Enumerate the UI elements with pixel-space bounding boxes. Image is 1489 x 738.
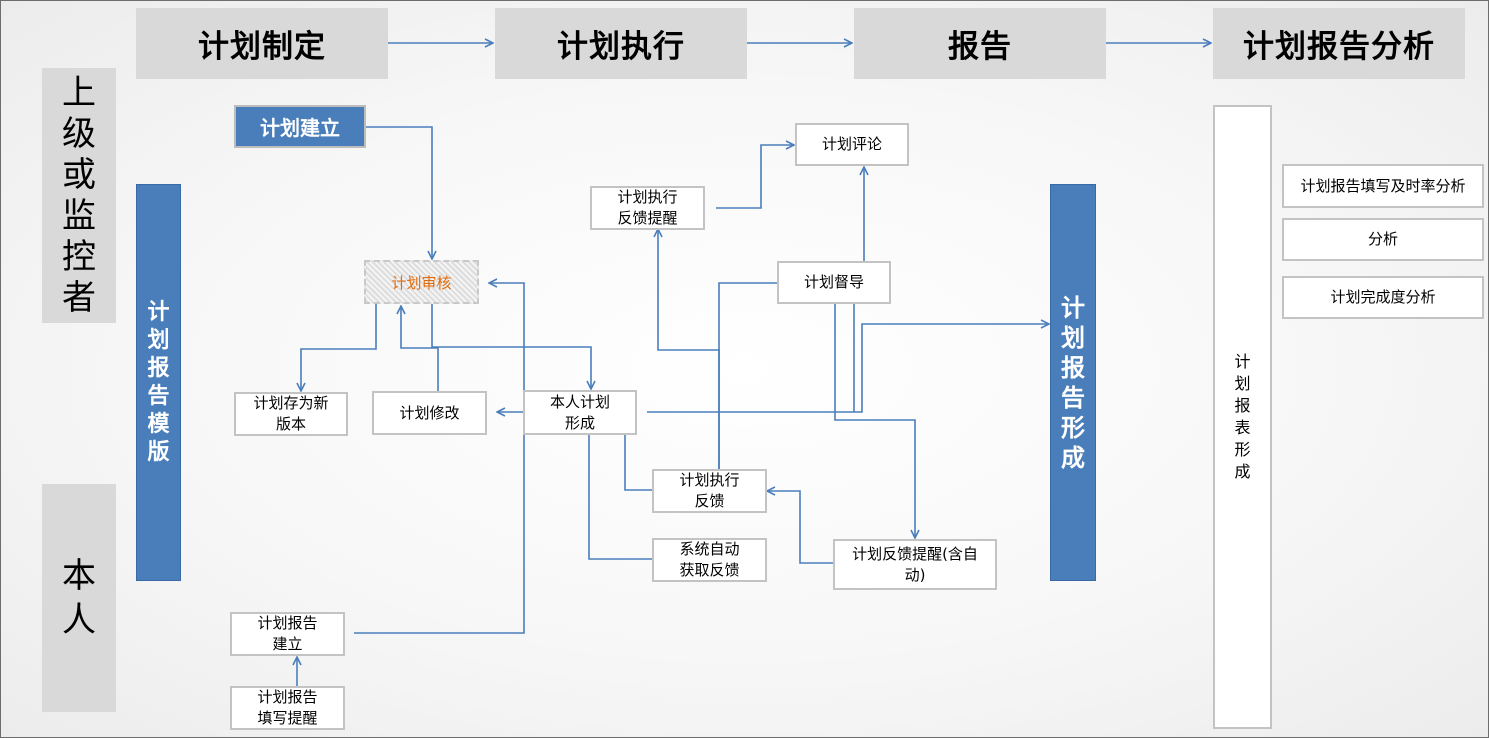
node-plan-create[interactable]: 计划建立 [234, 105, 366, 148]
arrow-supervise-fbremind [834, 303, 915, 538]
arrow-feedback-execremind [658, 229, 720, 469]
arrow-feedback-supervise [718, 283, 787, 469]
node-exec-feedback[interactable]: 计划执行反馈 [652, 469, 767, 513]
arrow-execremind-comment [716, 145, 794, 209]
node-plan-review[interactable]: 计划审核 [364, 260, 479, 304]
node-plan-formed-label: 本人计划形成 [550, 392, 611, 432]
node-plan-supervise[interactable]: 计划督导 [777, 261, 891, 304]
node-plan-comment[interactable]: 计划评论 [795, 123, 909, 166]
node-plan-save-version[interactable]: 计划存为新版本 [234, 392, 348, 436]
arrow-formed-feedback [624, 434, 663, 490]
phase-report-analysis: 计划报告分析 [1213, 8, 1465, 79]
analysis-timeliness-label: 计划报告填写及时率分析 [1300, 176, 1466, 195]
actor-self-label: 本人 [62, 556, 96, 640]
arrow-review-save [301, 304, 377, 391]
arrow-create-review [365, 126, 432, 259]
arrow-report-review [354, 283, 525, 634]
report-table-bar-label: 计划报表形成 [1234, 352, 1251, 481]
arrow-review-formed [431, 304, 591, 389]
phase-plan-making: 计划制定 [136, 8, 388, 79]
node-feedback-remind[interactable]: 计划反馈提醒(含自动) [833, 539, 997, 590]
report-form-bar-label: 计划报告形成 [1061, 293, 1085, 472]
node-report-create[interactable]: 计划报告建立 [230, 612, 345, 656]
node-report-remind[interactable]: 计划报告填写提醒 [230, 686, 345, 730]
template-bar-label: 计划报告模版 [147, 299, 170, 465]
node-exec-remind-label: 计划执行反馈提醒 [617, 188, 678, 227]
arrow-formed-auto [588, 434, 663, 559]
analysis-general[interactable]: 分析 [1282, 218, 1484, 261]
node-report-remind-label: 计划报告填写提醒 [257, 688, 318, 727]
arrow-formed-reportform [647, 324, 1049, 413]
arrow-fbremind-feedback [767, 491, 834, 564]
template-bar: 计划报告模版 [136, 184, 181, 581]
node-exec-feedback-label: 计划执行反馈 [679, 471, 740, 510]
node-feedback-remind-label: 计划反馈提醒(含自动) [852, 544, 978, 584]
arrow-modify-review [401, 306, 439, 391]
actor-supervisor: 上级或监控者 [42, 68, 116, 323]
phase-report: 报告 [854, 8, 1106, 79]
report-table-bar: 计划报表形成 [1213, 105, 1272, 729]
node-auto-feedback-label: 系统自动获取反馈 [679, 540, 740, 579]
analysis-completion[interactable]: 计划完成度分析 [1282, 276, 1484, 319]
node-plan-save-version-label: 计划存为新版本 [253, 394, 329, 433]
actor-self: 本人 [42, 484, 116, 712]
phase-plan-execution: 计划执行 [495, 8, 747, 79]
node-exec-remind[interactable]: 计划执行反馈提醒 [590, 186, 705, 230]
node-report-create-label: 计划报告建立 [257, 614, 318, 653]
node-auto-feedback[interactable]: 系统自动获取反馈 [652, 538, 767, 582]
report-form-bar: 计划报告形成 [1050, 184, 1096, 581]
analysis-timeliness[interactable]: 计划报告填写及时率分析 [1282, 164, 1484, 208]
actor-supervisor-label: 上级或监控者 [62, 72, 96, 318]
node-plan-formed[interactable]: 本人计划形成 [523, 390, 637, 435]
node-plan-modify[interactable]: 计划修改 [372, 391, 487, 435]
